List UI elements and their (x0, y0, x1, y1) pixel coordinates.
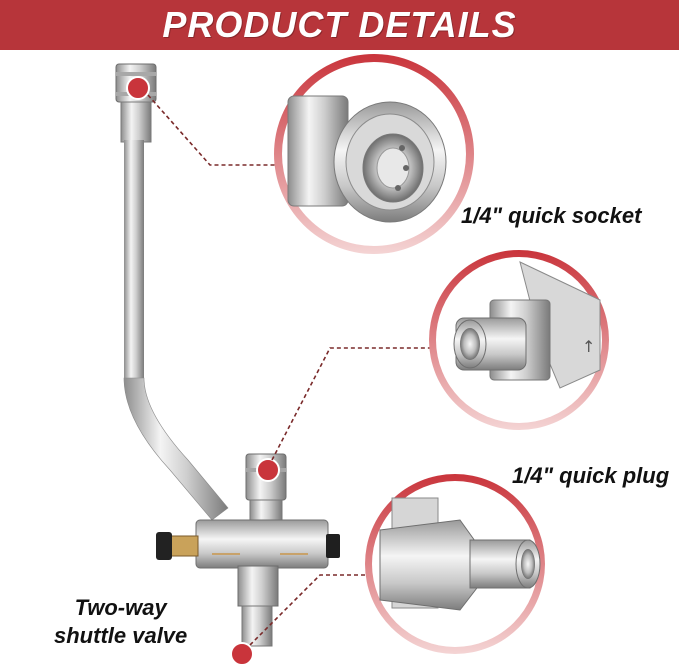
callout-plug-nipple (365, 474, 545, 654)
callout-quick-plug: ↑ (429, 250, 609, 430)
label-valve-line2: shuttle valve (54, 623, 188, 648)
leader-lines (147, 94, 435, 646)
lance-pipe (115, 63, 229, 521)
marker-dot-plug (230, 642, 254, 666)
label-quick-plug: 1/4" quick plug (512, 463, 670, 488)
header-banner: PRODUCT DETAILS (0, 0, 679, 50)
callout-quick-socket (274, 54, 474, 254)
label-valve-line1: Two-way (74, 595, 167, 620)
label-shuttle-valve: Two-way shuttle valve (54, 594, 187, 650)
label-quick-socket: 1/4" quick socket (461, 203, 642, 228)
svg-text:↑: ↑ (582, 337, 595, 356)
banner-title: PRODUCT DETAILS (162, 4, 517, 45)
marker-dot-socket (256, 458, 280, 482)
marker-dot-top (126, 76, 150, 100)
